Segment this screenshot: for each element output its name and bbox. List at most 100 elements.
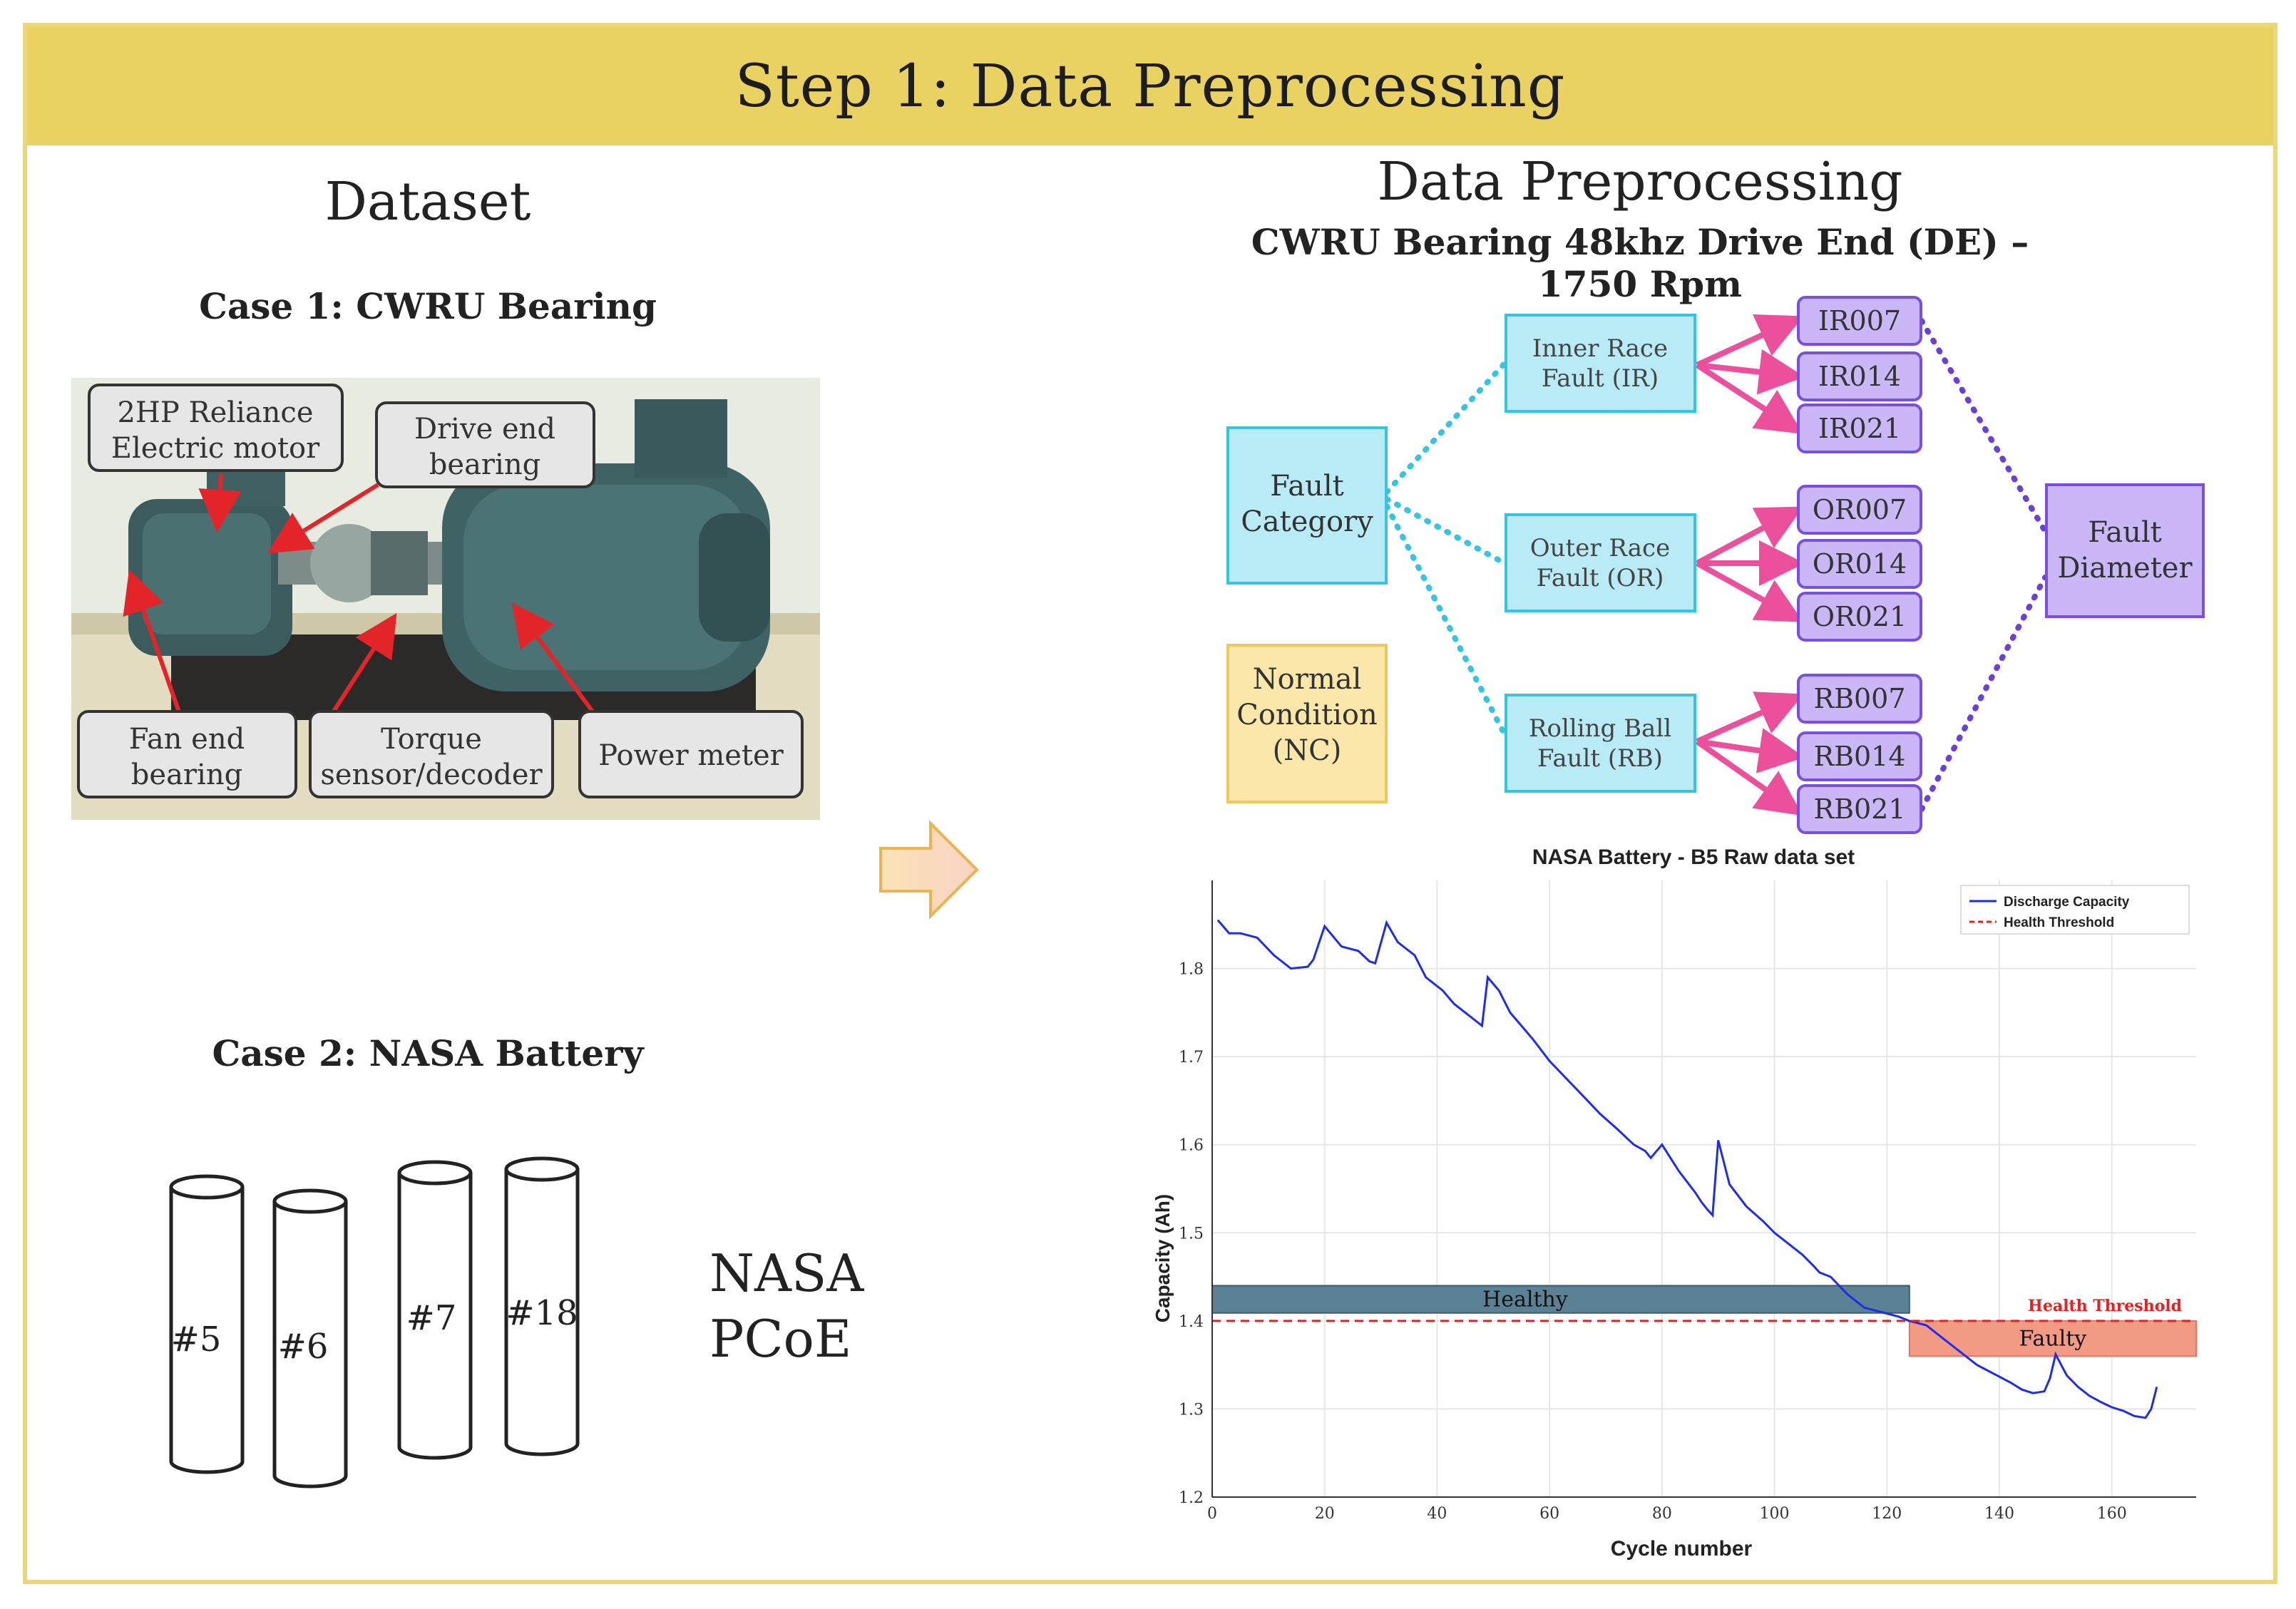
inner-race-label-1: Inner Race xyxy=(1532,334,1668,363)
battery-label-7: #7 xyxy=(406,1298,457,1338)
x-tick-label: 120 xyxy=(1872,1505,1902,1523)
x-tick-label: 80 xyxy=(1652,1505,1672,1523)
battery-label-5: #5 xyxy=(171,1320,222,1359)
chart-ylabel: Capacity (Ah) xyxy=(1152,1194,1174,1322)
fan-end-label-2: bearing xyxy=(131,759,242,791)
class-label-rb014: RB014 xyxy=(1813,741,1905,772)
fault-diameter-label-1: Fault xyxy=(2088,516,2162,549)
pcoe-label: PCoE xyxy=(709,1309,852,1369)
dataset-heading: Dataset xyxy=(324,171,531,232)
legend-health-threshold: Health Threshold xyxy=(2004,915,2114,930)
class-box-ir021 xyxy=(1797,403,1922,453)
normal-condition-label-2: Condition xyxy=(1236,699,1378,731)
normal-condition-label-1: Normal xyxy=(1253,663,1362,696)
rolling-ball-box xyxy=(1505,694,1696,793)
battery-capacity-chart: NASA Battery - B5 Raw data set HealthyFa… xyxy=(1152,845,2198,1561)
case2-title: Case 2: NASA Battery xyxy=(212,1032,644,1074)
flow-arrow-icon xyxy=(879,820,979,920)
case1-title: Case 1: CWRU Bearing xyxy=(199,285,657,327)
x-tick-label: 140 xyxy=(1984,1505,2014,1523)
legend-discharge-capacity: Discharge Capacity xyxy=(2004,895,2130,910)
rolling-ball-label-2: Fault (RB) xyxy=(1537,744,1663,773)
motor-callout-box xyxy=(88,384,344,472)
y-tick-label: 1.6 xyxy=(1179,1137,1204,1155)
class-label-ir021: IR021 xyxy=(1818,413,1901,444)
class-box-or021 xyxy=(1797,592,1922,642)
chart-title: NASA Battery - B5 Raw data set xyxy=(1532,845,1855,869)
fault-diameter-label-2: Diameter xyxy=(2057,552,2193,585)
banner: Step 1: Data Preprocessing xyxy=(27,27,2273,145)
nasa-label: NASA xyxy=(709,1243,864,1303)
battery-label-18: #18 xyxy=(506,1293,578,1333)
chart-grid xyxy=(1211,880,2196,1498)
fault-category-label-2: Category xyxy=(1241,505,1373,538)
class-box-or007 xyxy=(1797,485,1922,535)
outer-race-label-2: Fault (OR) xyxy=(1537,564,1664,592)
class-label-rb007: RB007 xyxy=(1813,683,1905,714)
class-box-ir014 xyxy=(1797,351,1922,401)
fault-category-box xyxy=(1226,426,1388,585)
class-label-ir007: IR007 xyxy=(1818,305,1901,336)
faulty-band-label: Faulty xyxy=(2019,1327,2087,1352)
power-callout-box xyxy=(578,710,804,798)
normal-condition-box xyxy=(1226,644,1388,803)
chart-legend: Discharge Capacity Health Threshold xyxy=(1960,885,2190,935)
class-label-or014: OR014 xyxy=(1813,548,1907,580)
class-label-or021: OR021 xyxy=(1813,601,1907,632)
motor-label-1: 2HP Reliance xyxy=(117,396,313,429)
photo-callouts: 2HP Reliance Electric motor Drive end be… xyxy=(77,384,804,798)
x-tick-label: 40 xyxy=(1427,1505,1447,1523)
y-tick-label: 1.8 xyxy=(1179,961,1204,979)
battery-cells: #5 #6 #7 #18 xyxy=(169,1156,580,1489)
inner-race-label-2: Fault (IR) xyxy=(1542,364,1659,393)
torque-callout-box xyxy=(309,710,554,798)
chart-series: Health Threshold xyxy=(1212,919,2196,1419)
healthy-band-label: Healthy xyxy=(1482,1287,1568,1312)
banner-title: Step 1: Data Preprocessing xyxy=(734,52,1566,120)
fan-end-label-1: Fan end xyxy=(129,723,245,756)
outer-race-box xyxy=(1505,513,1696,612)
preprocessing-heading: Data Preprocessing xyxy=(1377,151,1903,212)
drive-end-callout-box xyxy=(375,401,595,488)
x-tick-label: 160 xyxy=(2097,1505,2127,1523)
chart-xlabel: Cycle number xyxy=(1611,1537,1753,1561)
normal-condition-label-3: (NC) xyxy=(1273,734,1342,767)
fault-tree-diagram: Fault Category Normal Condition (NC) Inn… xyxy=(1226,296,2205,834)
x-tick-label: 100 xyxy=(1760,1505,1790,1523)
class-label-or007: OR007 xyxy=(1813,494,1907,525)
y-tick-label: 1.2 xyxy=(1179,1489,1204,1507)
class-box-or014 xyxy=(1797,539,1922,589)
class-box-ir007 xyxy=(1797,296,1922,346)
outer-race-label-1: Outer Race xyxy=(1530,534,1670,562)
preprocessing-subtitle: CWRU Bearing 48khz Drive End (DE) – 1750… xyxy=(1251,221,2029,305)
drive-end-label-2: bearing xyxy=(429,448,540,481)
y-tick-label: 1.3 xyxy=(1179,1401,1204,1419)
motor-label-2: Electric motor xyxy=(111,432,320,465)
y-tick-label: 1.5 xyxy=(1179,1225,1204,1243)
inner-race-box xyxy=(1505,314,1696,413)
nasa-pcoe-label: NASA PCoE xyxy=(709,1240,863,1372)
fault-category-label-1: Fault xyxy=(1270,470,1344,503)
class-label-ir014: IR014 xyxy=(1818,361,1901,392)
battery-label-6: #6 xyxy=(278,1327,329,1367)
x-tick-label: 0 xyxy=(1207,1505,1217,1523)
discharge-capacity-line xyxy=(1216,919,2158,1419)
class-label-rb021: RB021 xyxy=(1813,793,1905,825)
torque-label-1: Torque xyxy=(381,723,482,756)
fan-end-callout-box xyxy=(77,710,297,798)
health-threshold-label: Health Threshold xyxy=(2028,1297,2182,1315)
healthy-band xyxy=(1211,1285,1910,1314)
class-box-rb007 xyxy=(1797,674,1922,724)
y-tick-label: 1.4 xyxy=(1179,1313,1204,1331)
drive-end-label-1: Drive end xyxy=(414,413,555,446)
power-meter-label: Power meter xyxy=(598,739,784,772)
torque-label-2: sensor/decoder xyxy=(320,759,543,791)
chart-axes: 0 20 40 60 80 100 120 140 160 1.2 1.3 1.4 1.5 1.6 1.7 1… xyxy=(1179,880,2196,1523)
class-box-rb014 xyxy=(1797,731,1922,781)
x-tick-label: 20 xyxy=(1315,1505,1335,1523)
y-tick-label: 1.7 xyxy=(1179,1049,1204,1066)
fault-diameter-box xyxy=(2045,483,2205,618)
x-tick-label: 60 xyxy=(1539,1505,1559,1523)
rolling-ball-label-1: Rolling Ball xyxy=(1529,714,1671,743)
